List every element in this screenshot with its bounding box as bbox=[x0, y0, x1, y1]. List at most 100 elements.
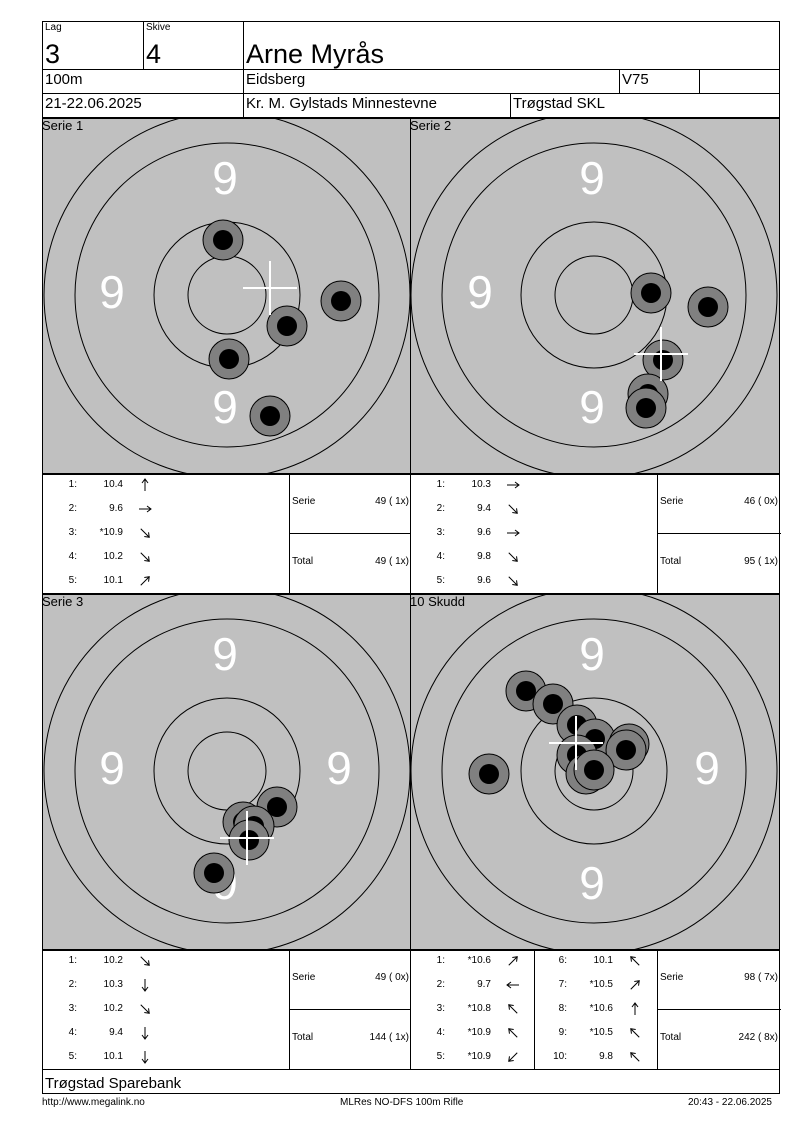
direction-arrow-icon bbox=[507, 529, 520, 537]
shot-number: 4: bbox=[68, 551, 77, 562]
direction-arrow-icon bbox=[630, 1028, 640, 1038]
shot-number: 3: bbox=[68, 1003, 77, 1014]
shot-hole bbox=[320, 280, 362, 322]
shot-value: 10.1 bbox=[103, 1051, 123, 1062]
shot-number: 5: bbox=[436, 575, 445, 586]
shot-value: *10.5 bbox=[589, 1027, 613, 1038]
footer-program: MLRes NO-DFS 100m Rifle bbox=[340, 1097, 464, 1108]
ring-number: 9 bbox=[212, 628, 238, 680]
panel-title: 10 Skudd bbox=[410, 594, 465, 609]
shot-value: 10.4 bbox=[103, 479, 123, 490]
shot-value: 9.8 bbox=[599, 1051, 613, 1062]
class-cell: V75 bbox=[619, 69, 700, 94]
shot-number: 4: bbox=[436, 551, 445, 562]
lag-cell: Lag 3 bbox=[42, 21, 144, 70]
direction-arrow-icon bbox=[508, 576, 518, 586]
shot-value: *10.9 bbox=[99, 527, 123, 538]
target-image: 9999 bbox=[42, 594, 411, 950]
shot-value: 9.6 bbox=[477, 575, 491, 586]
shot-number: 4: bbox=[68, 1027, 77, 1038]
shot-value: *10.6 bbox=[467, 955, 491, 966]
group-centre-cross bbox=[243, 261, 297, 315]
shot-hole bbox=[228, 819, 270, 861]
ring-number: 9 bbox=[579, 628, 605, 680]
club: Eidsberg bbox=[246, 71, 306, 88]
sponsor: Trøgstad Sparebank bbox=[45, 1075, 182, 1092]
total-label: Total bbox=[292, 1032, 314, 1043]
shot-hole bbox=[208, 338, 250, 380]
group-centre-cross bbox=[549, 716, 603, 770]
target-image: 999 bbox=[410, 594, 780, 950]
distance: 100m bbox=[45, 71, 83, 88]
shot-row: 5: 10.1 bbox=[61, 1051, 171, 1065]
direction-arrow-icon bbox=[508, 1028, 518, 1038]
shot-number: 6: bbox=[558, 955, 567, 966]
shot-row: 10:9.8 bbox=[551, 1051, 661, 1065]
shot-number: 2: bbox=[68, 979, 77, 990]
shot-row: 4:9.4 bbox=[61, 1027, 171, 1041]
direction-arrow-icon bbox=[506, 981, 519, 989]
shot-value: 10.1 bbox=[103, 575, 123, 586]
shot-number: 2: bbox=[436, 503, 445, 514]
shot-row: 3: *10.9 bbox=[61, 527, 171, 541]
shot-hole bbox=[687, 286, 729, 328]
serie-value: 98 ( 7x) bbox=[744, 972, 778, 983]
ring-number: 9 bbox=[326, 742, 352, 794]
shot-row: 2: 9.4 bbox=[429, 503, 539, 517]
shot-row: 7:*10.5 bbox=[551, 979, 661, 993]
shot-number: 3: bbox=[436, 1003, 445, 1014]
event-cell: Kr. M. Gylstads Minnestevne bbox=[243, 93, 511, 118]
shot-hole bbox=[468, 753, 510, 795]
group-centre-cross bbox=[634, 327, 688, 381]
skive-label: Skive bbox=[146, 22, 171, 33]
direction-arrow-icon bbox=[630, 956, 640, 966]
shot-row: 3:9.6 bbox=[429, 527, 539, 541]
shot-value: 10.2 bbox=[103, 551, 123, 562]
direction-arrow-icon bbox=[139, 505, 152, 513]
class-extra-cell bbox=[699, 69, 780, 94]
direction-arrow-icon bbox=[140, 956, 150, 966]
serie-label: Serie bbox=[660, 972, 684, 983]
shot-hole bbox=[573, 749, 615, 791]
serie-value: 49 ( 1x) bbox=[375, 496, 409, 507]
ring-number: 9 bbox=[579, 152, 605, 204]
shot-row: 8:*10.6 bbox=[551, 1002, 661, 1017]
shot-number: 1: bbox=[68, 479, 77, 490]
shot-row: 5: *10.9 bbox=[429, 1051, 539, 1065]
shot-hole bbox=[605, 729, 647, 771]
shot-row: 6:10.1 bbox=[551, 955, 661, 969]
shot-row: 2:9.7 bbox=[429, 979, 539, 993]
shot-row: 4: 10.2 bbox=[61, 551, 171, 565]
date-cell: 21-22.06.2025 bbox=[42, 93, 244, 118]
ring-number: 9 bbox=[212, 381, 238, 433]
total-value: 49 ( 1x) bbox=[375, 556, 409, 567]
footer-url[interactable]: http://www.megalink.no bbox=[42, 1097, 145, 1108]
shot-row: 3:10.2 bbox=[61, 1003, 171, 1017]
ring-number: 9 bbox=[579, 381, 605, 433]
shot-number: 2: bbox=[436, 979, 445, 990]
shot-value: 9.4 bbox=[477, 503, 491, 514]
direction-arrow-icon bbox=[630, 980, 640, 990]
shot-hole bbox=[202, 219, 244, 261]
host-cell: Trøgstad SKL bbox=[510, 93, 780, 118]
shot-value: *10.6 bbox=[589, 1003, 613, 1014]
shot-value: *10.5 bbox=[589, 979, 613, 990]
shot-row: 1:10.3 bbox=[429, 479, 539, 493]
total-value: 95 ( 1x) bbox=[744, 556, 778, 567]
shooter-name: Arne Myrås bbox=[246, 39, 385, 69]
serie-label: Serie bbox=[660, 496, 684, 507]
panel-title: Serie 2 bbox=[410, 118, 452, 133]
shot-row: 1:*10.6 bbox=[429, 955, 539, 969]
direction-arrow-icon bbox=[141, 979, 149, 992]
shot-number: 3: bbox=[68, 527, 77, 538]
shot-number: 5: bbox=[68, 1051, 77, 1062]
shot-value: *10.8 bbox=[467, 1003, 491, 1014]
ring-number: 9 bbox=[694, 742, 720, 794]
shot-value: *10.9 bbox=[467, 1051, 491, 1062]
shot-row: 3: *10.8 bbox=[429, 1003, 539, 1017]
shot-number: 5: bbox=[436, 1051, 445, 1062]
shot-hole bbox=[625, 387, 667, 429]
event: Kr. M. Gylstads Minnestevne bbox=[246, 95, 437, 112]
